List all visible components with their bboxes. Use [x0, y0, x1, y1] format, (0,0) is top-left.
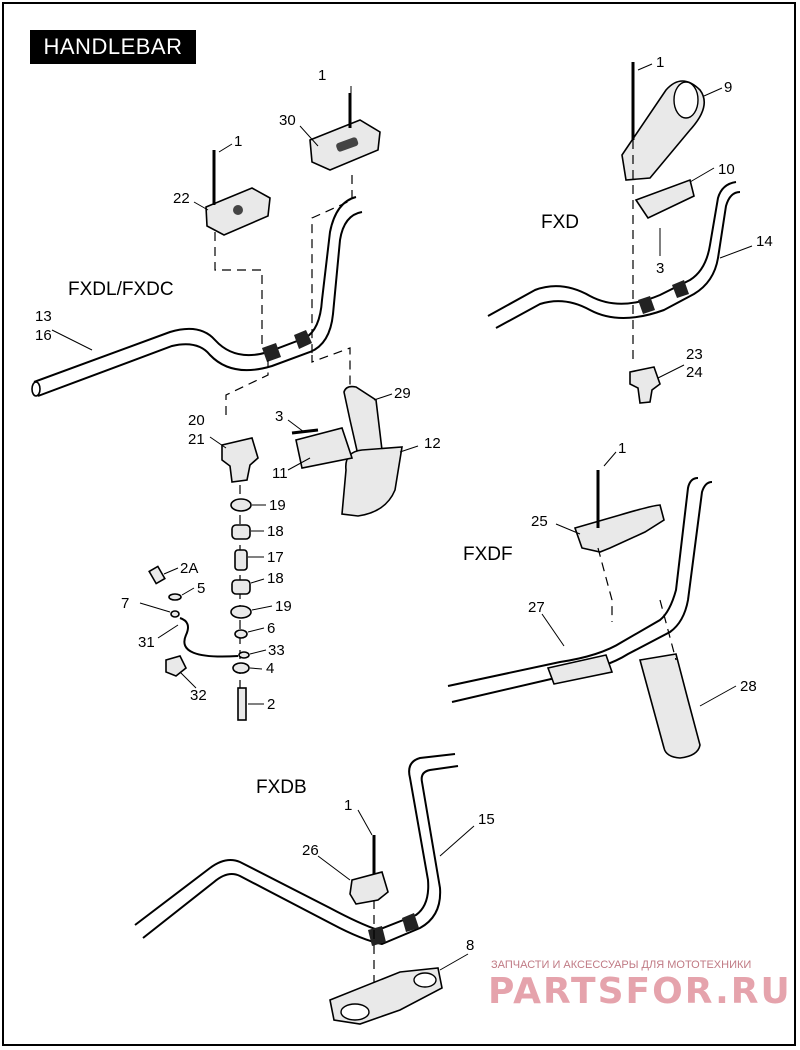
callout-22: 22	[173, 190, 190, 207]
callout-26: 26	[302, 842, 319, 859]
riser-29-cover-12	[291, 385, 403, 517]
callout-27: 27	[528, 599, 545, 616]
callout-19: 19	[275, 598, 292, 615]
callout-2: 2	[267, 696, 275, 713]
handlebar-fxd	[487, 62, 741, 404]
upper-clamp-22	[205, 150, 271, 236]
callout-7: 7	[121, 595, 129, 612]
model-label-fxdl-fxdc: FXDL/FXDC	[68, 279, 174, 300]
callout-28: 28	[740, 678, 757, 695]
handlebar-fxdl-fxdc	[31, 196, 363, 397]
watermark-brand: PARTSFOR.RU	[488, 971, 792, 1012]
callout-12: 12	[424, 435, 441, 452]
callout-23: 23	[686, 346, 703, 363]
callout-13: 13	[35, 308, 52, 325]
callout-20: 20	[188, 412, 205, 429]
callout-1: 1	[344, 797, 352, 814]
callout-18: 18	[267, 523, 284, 540]
leader-lines	[51, 63, 753, 971]
callout-1: 1	[618, 440, 626, 457]
ground-strap-parts	[148, 565, 250, 677]
model-label-fxd: FXD	[541, 212, 579, 233]
callout-1: 1	[318, 67, 326, 84]
callout-2a: 2A	[180, 560, 198, 577]
callout-9: 9	[724, 79, 732, 96]
callout-25: 25	[531, 513, 548, 530]
mount-hardware-stack	[230, 498, 252, 721]
callout-14: 14	[756, 233, 773, 250]
callout-6: 6	[267, 620, 275, 637]
model-labels: FXDL/FXDC FXD FXDF FXDB	[68, 212, 579, 798]
callout-32: 32	[190, 687, 207, 704]
callout-33: 33	[268, 642, 285, 659]
riser-20-21	[221, 437, 259, 483]
callout-31: 31	[138, 634, 155, 651]
callout-19: 19	[269, 497, 286, 514]
model-label-fxdb: FXDB	[256, 777, 307, 798]
callout-30: 30	[279, 112, 296, 129]
callout-10: 10	[718, 161, 735, 178]
callout-8: 8	[466, 937, 474, 954]
model-label-fxdf: FXDF	[463, 544, 513, 565]
callout-3: 3	[656, 260, 664, 277]
callout-17: 17	[267, 549, 284, 566]
callout-21: 21	[188, 431, 205, 448]
callout-24: 24	[686, 364, 703, 381]
callout-1: 1	[656, 54, 664, 71]
callout-3: 3	[275, 408, 283, 425]
watermark: ЗАПЧАСТИ И АКСЕССУАРЫ ДЛЯ МОТОТЕХНИКИ PA…	[488, 959, 792, 1012]
upper-clamp-30	[309, 93, 381, 171]
callout-15: 15	[478, 811, 495, 828]
watermark-tagline: ЗАПЧАСТИ И АКСЕССУАРЫ ДЛЯ МОТОТЕХНИКИ	[491, 959, 751, 971]
callout-4: 4	[266, 660, 274, 677]
callout-18: 18	[267, 570, 284, 587]
callout-1: 1	[234, 133, 242, 150]
callout-29: 29	[394, 385, 411, 402]
callout-5: 5	[197, 580, 205, 597]
callout-labels: 1 30 1 22 13 16 29 3 12 11 20 21 19 18 1…	[35, 54, 773, 954]
callout-11: 11	[272, 465, 288, 482]
handlebar-fxdb	[134, 753, 459, 1025]
page-title: HANDLEBAR	[30, 30, 196, 64]
callout-16: 16	[35, 327, 52, 344]
handlebar-fxdf	[447, 470, 713, 759]
